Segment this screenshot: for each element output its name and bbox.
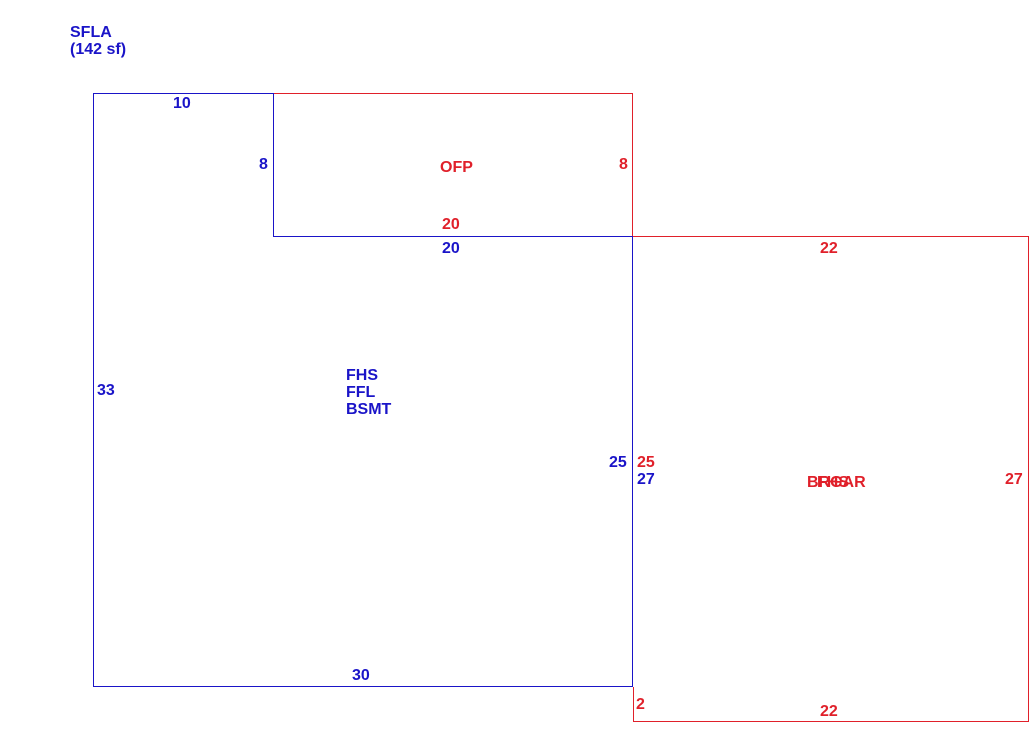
main-edge-bottom bbox=[93, 686, 633, 687]
garage-dim-bottom: 22 bbox=[820, 703, 838, 720]
garage-edge-right bbox=[1028, 236, 1029, 722]
garage-dim-right: 27 bbox=[1005, 471, 1023, 488]
porch-edge-top bbox=[274, 93, 633, 94]
porch-dim-right: 8 bbox=[619, 156, 628, 173]
main-dim-inner-vertical: 8 bbox=[259, 156, 268, 173]
main-edge-top bbox=[93, 93, 274, 94]
main-edge-left bbox=[93, 93, 94, 687]
main-edge-notch-vertical bbox=[273, 93, 274, 237]
main-dim-left: 33 bbox=[97, 382, 115, 399]
garage-edge-top bbox=[633, 236, 1029, 237]
main-dim-top: 10 bbox=[173, 95, 191, 112]
porch-dim-bottom: 20 bbox=[442, 216, 460, 233]
main-edge-right bbox=[632, 236, 633, 687]
main-label-2: FFL bbox=[346, 384, 376, 401]
garage-label-b: FHS bbox=[817, 474, 849, 491]
main-dim-right-upper: 25 bbox=[609, 454, 627, 471]
porch-label: OFP bbox=[440, 159, 473, 176]
main-label-3: BSMT bbox=[346, 401, 392, 418]
main-edge-notch-horizontal bbox=[273, 236, 633, 237]
porch-edge-right bbox=[632, 93, 633, 236]
main-dim-right-lower: 27 bbox=[637, 471, 655, 488]
garage-dim-left-upper: 25 bbox=[637, 454, 655, 471]
area-code-label: SFLA bbox=[70, 24, 112, 41]
garage-edge-left-lower bbox=[633, 687, 634, 722]
main-label-1: FHS bbox=[346, 367, 378, 384]
garage-dim-top: 22 bbox=[820, 240, 838, 257]
area-total-label: (142 sf) bbox=[70, 41, 127, 58]
main-dim-inner-horizontal: 20 bbox=[442, 240, 460, 257]
garage-dim-left-lower: 2 bbox=[636, 696, 645, 713]
garage-edge-bottom bbox=[633, 721, 1029, 722]
garage-label-a: BRGAR bbox=[807, 474, 866, 491]
main-dim-bottom: 30 bbox=[352, 667, 370, 684]
